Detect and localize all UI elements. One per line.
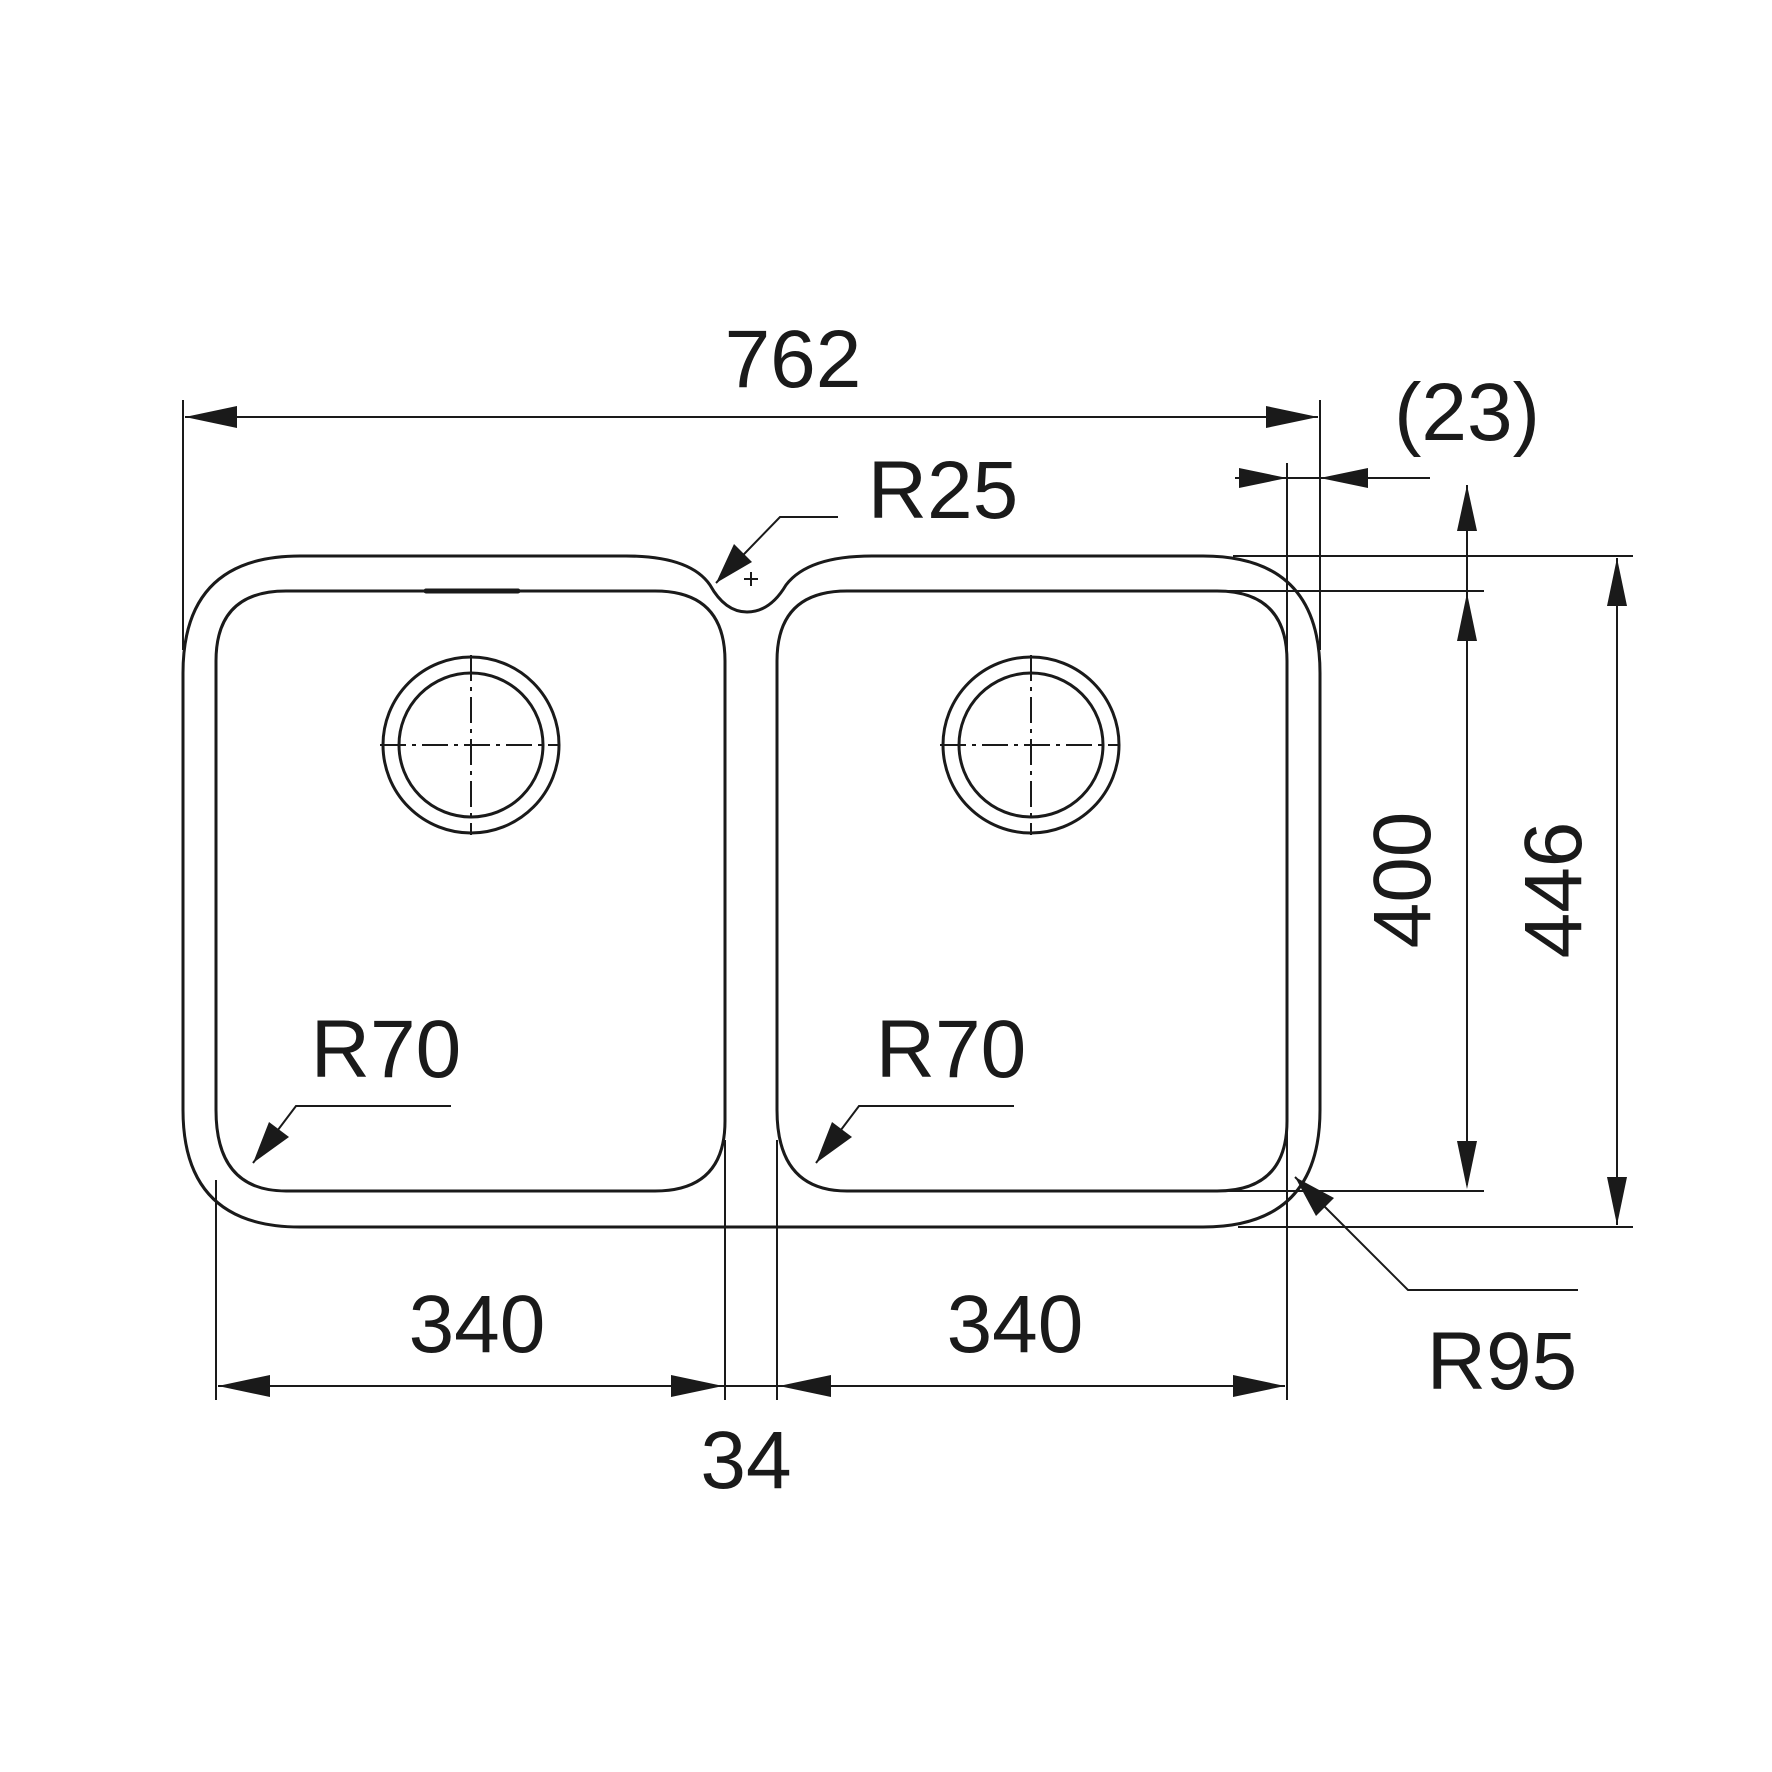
notch-center-mark (744, 572, 758, 586)
label-r70-left: R70 (311, 1004, 461, 1095)
dim-overall-width: 762 (725, 314, 862, 405)
arrow-flange-left (1239, 468, 1287, 488)
arrow-right-bowl-start (779, 1375, 831, 1397)
arrow-overall-depth-bottom (1607, 1177, 1627, 1225)
arrow-overall-depth-top (1607, 558, 1627, 606)
left-drain (380, 655, 561, 835)
dim-divider-width: 34 (700, 1415, 791, 1506)
arrow-flange-right (1320, 468, 1368, 488)
arrow-r70-left (253, 1122, 289, 1163)
arrow-width-left (185, 406, 237, 428)
left-bowl-outline (214, 589, 727, 1193)
arrow-r70-right (816, 1122, 852, 1163)
dim-bowl-width-right: 340 (947, 1279, 1084, 1370)
arrow-width-right (1266, 406, 1318, 428)
outer-outline (181, 554, 1322, 1229)
label-r70-right: R70 (876, 1004, 1026, 1095)
arrow-right-bowl-end (1233, 1375, 1285, 1397)
arrow-r25 (716, 544, 752, 583)
arrow-left-bowl-start (218, 1375, 270, 1397)
dim-flange-offset: (23) (1394, 367, 1540, 458)
leader-r95 (1294, 1176, 1578, 1291)
arrow-flange-down (1457, 485, 1477, 531)
dim-bowl-depth: 400 (1357, 812, 1448, 949)
right-drain (940, 655, 1121, 835)
dim-bowl-width-left: 340 (409, 1279, 546, 1370)
arrow-r95 (1295, 1177, 1334, 1216)
label-r95: R95 (1427, 1316, 1577, 1407)
label-r25: R25 (868, 445, 1018, 536)
arrow-depth-bottom (1457, 1141, 1477, 1189)
arrow-depth-top (1457, 593, 1477, 641)
dim-overall-depth: 446 (1508, 822, 1599, 959)
arrow-left-bowl-end (671, 1375, 723, 1397)
